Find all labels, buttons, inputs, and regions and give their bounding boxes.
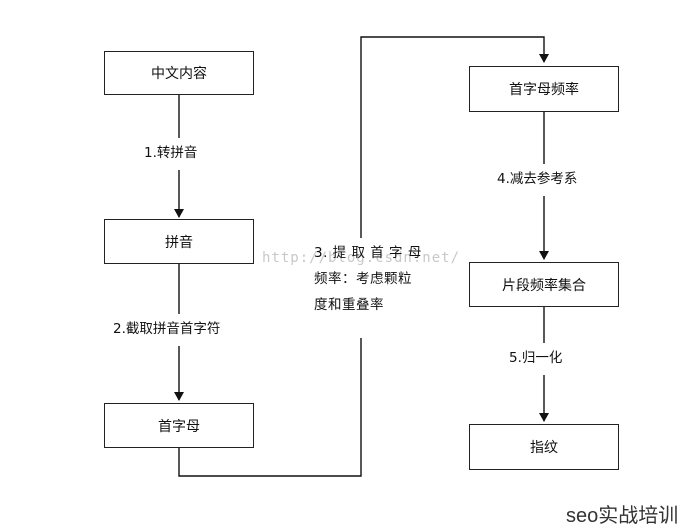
node-chinese-content: 中文内容 — [104, 51, 254, 95]
edge-initials-to-initial-freq-lower — [178, 338, 362, 477]
edge-label-to-pinyin: 1.转拼音 — [144, 145, 198, 161]
edge-label-subtract-reference: 4.减去参考系 — [497, 171, 578, 187]
edge-label-normalize: 5.归一化 — [509, 350, 563, 366]
node-initial-frequency: 首字母频率 — [469, 66, 619, 112]
node-fingerprint: 指纹 — [469, 424, 619, 470]
edge-label-truncate-initials: 2.截取拼音首字符 — [113, 321, 221, 337]
node-initials: 首字母 — [104, 403, 254, 448]
brand-logo-text: seo实战培训 — [566, 505, 679, 527]
edge-initials-to-initial-freq-upper — [360, 36, 549, 238]
watermark-url: http://blog.csdn.net/ — [262, 250, 461, 266]
node-pinyin: 拼音 — [104, 219, 254, 264]
node-segment-frequency-set: 片段频率集合 — [469, 262, 619, 307]
edge-label-extract-frequency: 3. 提 取 首 字 母 频率：考虑颗粒 度和重叠率 — [314, 245, 422, 313]
